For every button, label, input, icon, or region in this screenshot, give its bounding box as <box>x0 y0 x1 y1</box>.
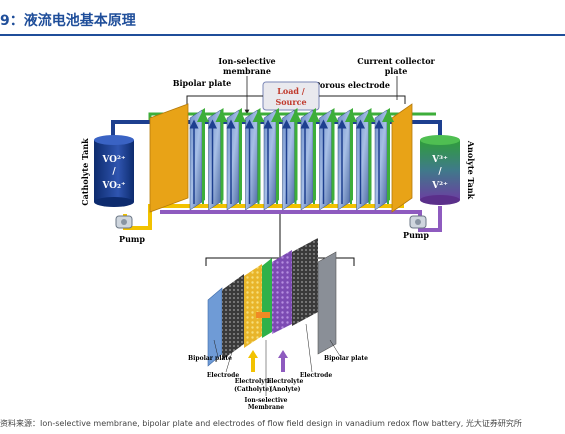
catholyte-species-1: VO²⁺ <box>101 155 126 165</box>
pump-left-icon <box>115 215 133 229</box>
pump-right-icon <box>409 215 427 229</box>
label-bipolar-plate: Bipolar plate <box>173 78 232 88</box>
detail-anolyte <box>272 250 292 334</box>
label-anolyte-tank: Anolyte Tank <box>466 140 476 200</box>
label-catholyte-tank: Catholyte Tank <box>80 138 90 206</box>
load-source-label-1: Load / <box>277 86 305 96</box>
label-porous-electrode: Porous electrode <box>314 80 390 90</box>
detail-cell-view <box>207 238 337 372</box>
label-current-collector-plate-2: plate <box>385 66 408 76</box>
detail-label-bipolar-left: Bipolar plate <box>188 355 232 362</box>
anolyte-species-1: V³⁺ <box>431 155 448 165</box>
detail-label-electrode-right: Electrode <box>300 372 332 379</box>
label-ion-selective-membrane: Ion-selective <box>218 56 275 66</box>
detail-label-electrode-left: Electrode <box>207 372 239 379</box>
flow-battery-diagram: Ion-selective membrane Current collector… <box>80 56 476 410</box>
title-divider <box>0 34 565 36</box>
anolyte-feed-pipe <box>160 206 442 232</box>
detail-membrane <box>262 258 272 338</box>
anolyte-species-3: V²⁺ <box>431 181 448 191</box>
source-footnote: 资料来源：Ion-selective membrane, bipolar pla… <box>0 419 522 428</box>
wire-left <box>186 95 263 104</box>
detail-label-catholyte-2: (Catholyte) <box>234 386 272 393</box>
detail-label-anolyte: Electrolyte <box>267 378 304 385</box>
detail-bipolar-plate-right <box>317 251 337 355</box>
catholyte-inlet-arrowhead <box>248 350 258 358</box>
page-title: 9：液流电池基本原理 <box>0 13 136 29</box>
detail-catholyte <box>244 264 262 348</box>
label-ion-selective-membrane-2: membrane <box>223 66 271 76</box>
detail-electrode-right <box>292 238 318 326</box>
detail-electrode-left <box>222 274 244 360</box>
catholyte-species-2: / <box>112 167 116 177</box>
current-collector-left <box>149 103 189 213</box>
label-pump-right: Pump <box>403 230 429 240</box>
anolyte-species-2: / <box>438 167 442 177</box>
label-current-collector-plate: Current collector <box>357 56 435 66</box>
load-source-label-2: Source <box>275 97 306 107</box>
label-pump-left: Pump <box>119 234 145 244</box>
detail-label-catholyte: Electrolyte <box>235 378 272 385</box>
wire-right <box>319 95 406 104</box>
detail-label-bipolar-right: Bipolar plate <box>324 355 368 362</box>
anolyte-tank: V³⁺ / V²⁺ <box>420 135 460 205</box>
detail-ion-arrow <box>256 312 270 318</box>
detail-label-membrane-2: Membrane <box>248 404 284 410</box>
catholyte-tank: VO²⁺ / VO₂⁺ <box>94 135 134 207</box>
flow-arrows <box>189 110 394 204</box>
anolyte-inlet-arrowhead <box>278 350 288 358</box>
catholyte-species-3: VO₂⁺ <box>101 181 126 191</box>
detail-label-anolyte-2: (Anolyte) <box>269 386 300 393</box>
detail-label-membrane: Ion-selective <box>245 397 288 404</box>
current-collector-right <box>391 103 413 213</box>
